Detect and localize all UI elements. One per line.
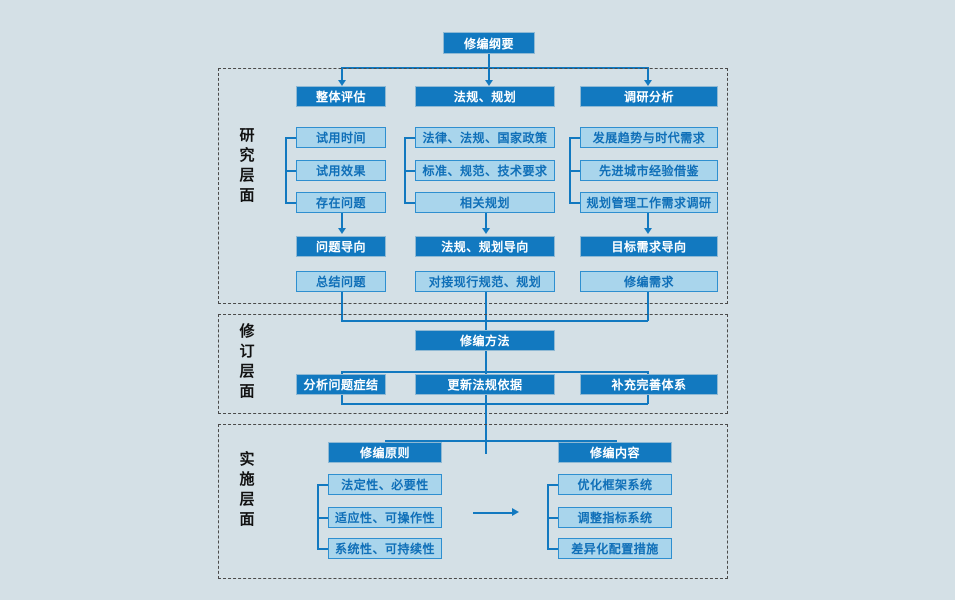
section-research bbox=[218, 68, 728, 304]
research-col2-item-2: 标准、规范、技术要求 bbox=[415, 160, 555, 181]
impl-col2-header: 修编内容 bbox=[558, 442, 672, 463]
connector-title-spread bbox=[341, 67, 647, 69]
connector-revision-spread bbox=[341, 371, 648, 373]
arrow-title-to-col1 bbox=[338, 80, 346, 86]
arrow-research-col1-orientation bbox=[338, 228, 346, 234]
layer-char: 面 bbox=[239, 383, 255, 400]
connector-impl-middle-arrow-line bbox=[473, 512, 513, 514]
layer-char: 实 bbox=[239, 451, 255, 468]
bracket-impl-col1-arm-2 bbox=[317, 517, 328, 519]
bracket-research-col3-arm-3 bbox=[569, 202, 580, 204]
bracket-research-col3-arm-2 bbox=[569, 170, 580, 172]
arrow-research-col3-orientation bbox=[644, 228, 652, 234]
bracket-impl-col2-arm-2 bbox=[547, 517, 558, 519]
research-col3-result: 修编需求 bbox=[580, 271, 718, 292]
revision-item-2: 更新法规依据 bbox=[415, 374, 555, 395]
connector-revision-item1-down bbox=[341, 395, 343, 404]
arrow-title-to-col2 bbox=[485, 80, 493, 86]
impl-col1-header: 修编原则 bbox=[328, 442, 442, 463]
bracket-impl-col1-arm-1 bbox=[317, 484, 328, 486]
research-col1-item-1: 试用时间 bbox=[296, 127, 386, 148]
impl-col2-item-1: 优化框架系统 bbox=[558, 474, 672, 495]
bracket-research-col3-arm-1 bbox=[569, 137, 580, 139]
bracket-research-col2-arm-3 bbox=[404, 202, 415, 204]
bracket-impl-col1 bbox=[317, 484, 319, 549]
research-col3-item-2: 先进城市经验借鉴 bbox=[580, 160, 718, 181]
connector-results-merge bbox=[341, 320, 648, 322]
bracket-research-col2-arm-1 bbox=[404, 137, 415, 139]
connector-title-drop-2 bbox=[488, 67, 490, 81]
bracket-impl-col1-arm-3 bbox=[317, 548, 328, 550]
connector-research-col3-down bbox=[647, 213, 649, 229]
research-col2-orientation: 法规、规划导向 bbox=[415, 236, 555, 257]
impl-col1-item-2: 适应性、可操作性 bbox=[328, 507, 442, 528]
layer-char: 订 bbox=[239, 343, 255, 360]
connector-title-stem bbox=[488, 54, 490, 68]
layer-label-revision: 修 订 层 面 bbox=[234, 322, 260, 402]
connector-result3-down bbox=[647, 292, 649, 321]
layer-char: 究 bbox=[239, 147, 255, 164]
connector-research-col2-down bbox=[485, 213, 487, 229]
impl-col1-item-1: 法定性、必要性 bbox=[328, 474, 442, 495]
research-col2-item-3: 相关规划 bbox=[415, 192, 555, 213]
revision-header: 修编方法 bbox=[415, 330, 555, 351]
connector-title-drop-3 bbox=[647, 67, 649, 81]
layer-char: 层 bbox=[239, 167, 255, 184]
bracket-impl-col2-arm-1 bbox=[547, 484, 558, 486]
connector-result2-down bbox=[485, 292, 487, 338]
research-col2-header: 法规、规划 bbox=[415, 86, 555, 107]
layer-char: 面 bbox=[239, 187, 255, 204]
research-col1-orientation: 问题导向 bbox=[296, 236, 386, 257]
revision-item-3: 补充完善体系 bbox=[580, 374, 718, 395]
connector-result1-down bbox=[341, 292, 343, 321]
impl-col1-item-3: 系统性、可持续性 bbox=[328, 538, 442, 559]
layer-char: 面 bbox=[239, 511, 255, 528]
arrow-research-col2-orientation bbox=[482, 228, 490, 234]
research-col1-header: 整体评估 bbox=[296, 86, 386, 107]
diagram-title-box: 修编纲要 bbox=[443, 32, 535, 54]
research-col2-result: 对接现行规范、规划 bbox=[415, 271, 555, 292]
bracket-impl-col2-arm-3 bbox=[547, 548, 558, 550]
impl-col2-item-3: 差异化配置措施 bbox=[558, 538, 672, 559]
research-col1-item-3: 存在问题 bbox=[296, 192, 386, 213]
connector-revision-stem bbox=[485, 351, 487, 372]
research-col1-result: 总结问题 bbox=[296, 271, 386, 292]
research-col3-header: 调研分析 bbox=[580, 86, 718, 107]
bracket-research-col1-arm-3 bbox=[285, 202, 296, 204]
section-implementation bbox=[218, 424, 728, 579]
research-col3-item-3: 规划管理工作需求调研 bbox=[580, 192, 718, 213]
research-col3-item-1: 发展趋势与时代需求 bbox=[580, 127, 718, 148]
impl-col2-item-2: 调整指标系统 bbox=[558, 507, 672, 528]
connector-revision-merge bbox=[341, 403, 648, 405]
revision-item-1: 分析问题症结 bbox=[296, 374, 386, 395]
research-col2-item-1: 法律、法规、国家政策 bbox=[415, 127, 555, 148]
connector-impl-spread bbox=[385, 440, 616, 442]
layer-char: 层 bbox=[239, 363, 255, 380]
layer-char: 研 bbox=[239, 127, 255, 144]
layer-char: 层 bbox=[239, 491, 255, 508]
bracket-research-col1-arm-1 bbox=[285, 137, 296, 139]
bracket-research-col2-arm-2 bbox=[404, 170, 415, 172]
connector-title-drop-1 bbox=[341, 67, 343, 81]
research-col3-orientation: 目标需求导向 bbox=[580, 236, 718, 257]
bracket-research-col1-arm-2 bbox=[285, 170, 296, 172]
layer-label-implementation: 实 施 层 面 bbox=[234, 450, 260, 530]
connector-research-col1-down bbox=[341, 213, 343, 229]
connector-revision-item3-down bbox=[647, 395, 649, 404]
layer-char: 施 bbox=[239, 471, 255, 488]
arrow-title-to-col3 bbox=[644, 80, 652, 86]
bracket-impl-col2 bbox=[547, 484, 549, 549]
arrow-impl-principles-to-content bbox=[512, 508, 519, 516]
layer-char: 修 bbox=[239, 323, 255, 340]
layer-label-research: 研 究 层 面 bbox=[234, 126, 260, 206]
research-col1-item-2: 试用效果 bbox=[296, 160, 386, 181]
section-revision bbox=[218, 314, 728, 414]
